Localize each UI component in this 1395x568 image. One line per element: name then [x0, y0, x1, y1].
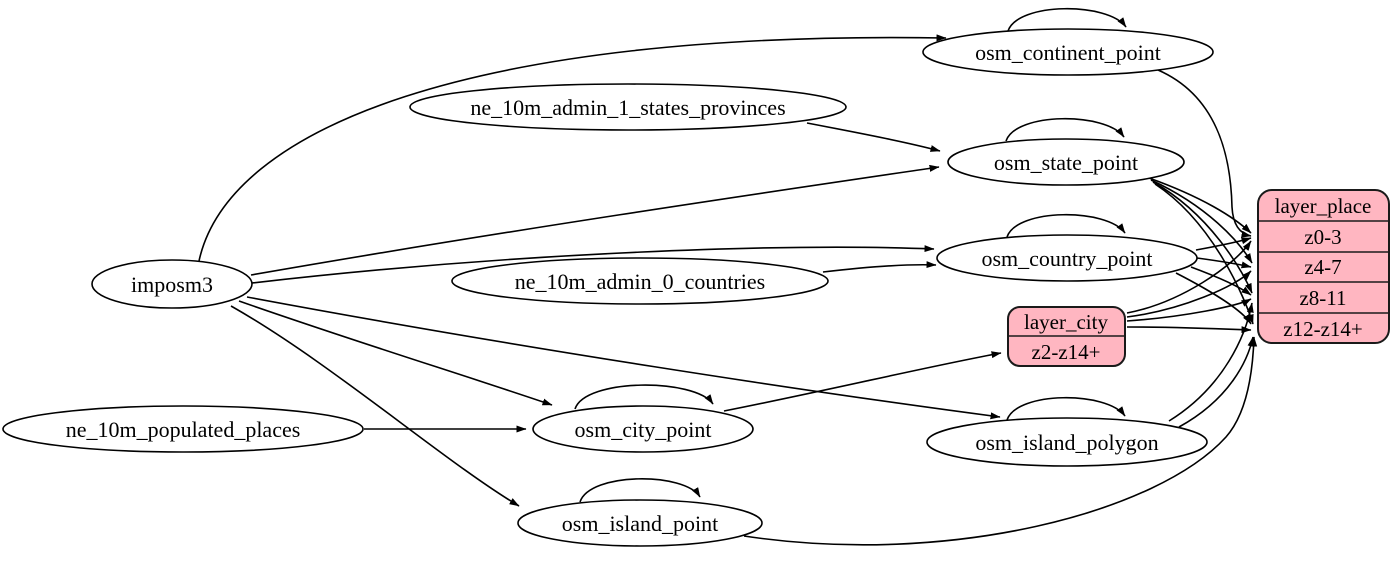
edge-osm_state_point-layer_place-z4-7: [1150, 179, 1253, 264]
osm_continent_point-label: osm_continent_point: [975, 40, 1161, 65]
edge-osm_country_point-layer_place-z8-11: [1190, 266, 1252, 296]
edge-imposm3-osm_continent_point: [198, 34, 947, 262]
edges: [198, 7, 1258, 546]
osm_city_point-label: osm_city_point: [575, 417, 712, 442]
selfloop-osm_island_polygon: [1006, 396, 1126, 421]
ne_10m_admin_0_countries-shape: [451, 257, 829, 305]
osm_state_point-label: osm_state_point: [994, 150, 1138, 175]
selfloop-osm_state_point: [1005, 117, 1125, 142]
selfloop-osm_island_point: [579, 478, 701, 503]
edge-ne_10m_admin_1_states_provinces-osm_state_point: [806, 122, 941, 152]
edge-osm_island_point-layer_place-z12-z14: [743, 336, 1258, 546]
edge-imposm3-osm_city_point: [238, 300, 553, 406]
edge-layer_city-layer_place-z0-3: [1126, 240, 1252, 314]
edge-layer_city-layer_place-z12-z14: [1126, 326, 1252, 334]
edge-osm_state_point-layer_place-z8-11: [1152, 181, 1253, 294]
node-osm_state_point: osm_state_point: [947, 138, 1185, 186]
node-ne_10m_admin_1_states_provinces: ne_10m_admin_1_states_provinces: [409, 83, 847, 131]
osm_continent_point-shape: [922, 28, 1214, 76]
node-ne_10m_admin_0_countries: ne_10m_admin_0_countries: [451, 257, 829, 305]
node-osm_island_point: osm_island_point: [517, 499, 763, 547]
selfloop-osm_country_point: [1006, 213, 1126, 238]
layer_place-row-z12-z14: z12-z14+: [1283, 317, 1362, 341]
edge-osm_continent_point-layer_place-z0-3: [1157, 69, 1252, 238]
edge-osm_city_point-layer_city-z2-z14: [723, 351, 1002, 412]
layer_place-shape: [1257, 189, 1390, 344]
layer_place-row-z0-3: z0-3: [1304, 225, 1341, 249]
node-osm_continent_point: osm_continent_point: [922, 28, 1214, 76]
selfloop-osm_continent_point: [1007, 7, 1127, 32]
edge-osm_island_polygon-layer_place-z8-11: [1168, 302, 1254, 422]
edge-osm_country_point-layer_place-z4-7: [1196, 257, 1252, 269]
layer_city-title: layer_city: [1024, 310, 1108, 334]
osm_country_point-label: osm_country_point: [981, 246, 1152, 271]
edge-imposm3-osm_island_point: [230, 305, 520, 507]
edge-layer_city-layer_place-z8-11: [1126, 298, 1252, 322]
osm_island_polygon-shape: [926, 417, 1208, 467]
edge-imposm3-osm_country_point: [251, 245, 935, 284]
node-layer_city: layer_city z2-z14+: [1007, 306, 1126, 367]
node-ne_10m_populated_places: ne_10m_populated_places: [2, 405, 364, 453]
ne_10m_admin_1_states_provinces-shape: [409, 83, 847, 131]
layer_city-row-z2-z14: z2-z14+: [1032, 340, 1101, 364]
ne_10m_admin_0_countries-label: ne_10m_admin_0_countries: [515, 269, 766, 294]
node-osm_island_polygon: osm_island_polygon: [926, 417, 1208, 467]
edge-osm_island_polygon-layer_place-z12-z14: [1178, 336, 1255, 428]
edge-osm_state_point-layer_place-z0-3: [1148, 177, 1252, 234]
edge-imposm3-osm_island_polygon: [246, 296, 1001, 420]
osm_island_point-label: osm_island_point: [562, 511, 718, 536]
layer_place-row-z4-7: z4-7: [1304, 255, 1341, 279]
layer_place-title: layer_place: [1275, 194, 1372, 218]
imposm3-shape: [91, 259, 253, 309]
osm_country_point-shape: [936, 234, 1198, 282]
node-layer_place: layer_place z0-3 z4-7 z8-11 z12-z14+: [1257, 189, 1390, 344]
ne_10m_admin_1_states_provinces-label: ne_10m_admin_1_states_provinces: [470, 95, 785, 120]
osm_island_polygon-label: osm_island_polygon: [975, 430, 1158, 455]
selfloop-osm_city_point: [574, 384, 714, 410]
layer_place-row-z8-11: z8-11: [1299, 286, 1346, 310]
edge-osm_country_point-layer_place-z0-3: [1195, 237, 1252, 251]
osm_island_point-shape: [517, 499, 763, 547]
edge-imposm3-osm_state_point: [250, 164, 940, 276]
edge-ne_10m_admin_0_countries-osm_country_point: [822, 261, 937, 273]
osm_city_point-shape: [532, 405, 754, 453]
ne_10m_populated_places-shape: [2, 405, 364, 453]
node-osm_country_point: osm_country_point: [936, 234, 1198, 282]
node-imposm3: imposm3: [91, 259, 253, 309]
edge-layer_city-layer_place-z4-7: [1126, 270, 1252, 318]
osm_state_point-shape: [947, 138, 1185, 186]
imposm3-label: imposm3: [131, 272, 213, 297]
node-osm_city_point: osm_city_point: [532, 405, 754, 453]
ne_10m_populated_places-label: ne_10m_populated_places: [66, 417, 301, 442]
